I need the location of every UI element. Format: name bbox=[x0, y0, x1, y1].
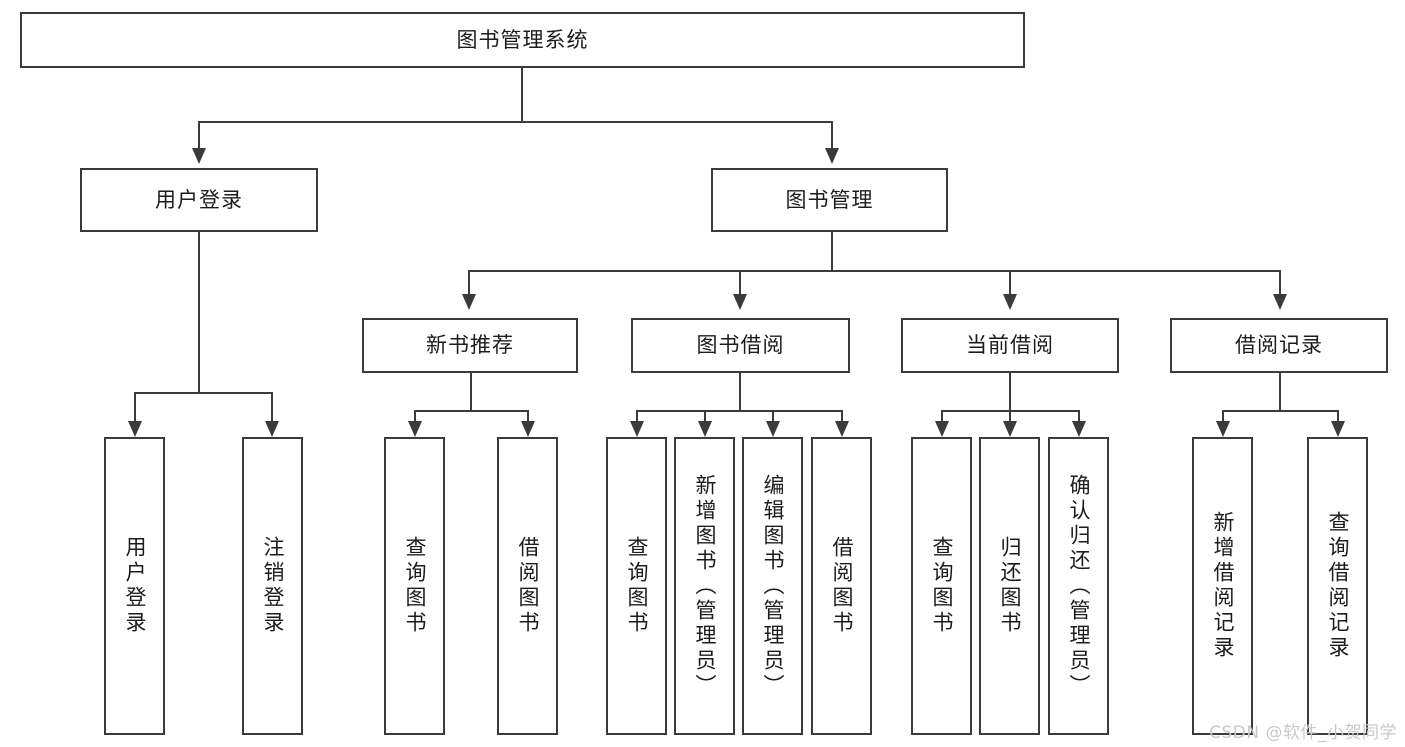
connector-root-bus bbox=[198, 121, 833, 123]
node-label: 编辑图书（管理员） bbox=[761, 473, 785, 699]
leaf-user-login-1[interactable]: 注销登录 bbox=[242, 437, 303, 735]
node-label: 查询图书 bbox=[930, 536, 954, 636]
arrowhead-br-to-leaf-1 bbox=[1331, 421, 1345, 437]
node-label: 新增图书（管理员） bbox=[693, 473, 717, 699]
leaf-user-login-0[interactable]: 用户登录 bbox=[104, 437, 165, 735]
leaf-current-borrow-0[interactable]: 查询图书 bbox=[911, 437, 972, 735]
arrowhead-bb-to-leaf-3 bbox=[835, 421, 849, 437]
connector-borrow-record-stem bbox=[1279, 373, 1281, 411]
node-label: 归还图书 bbox=[998, 536, 1022, 636]
node-label: 查询借阅记录 bbox=[1326, 511, 1350, 661]
connector-br-to-leaf-1 bbox=[1337, 410, 1339, 421]
connector-borrow-record-bus bbox=[1222, 410, 1338, 412]
leaf-borrow-record-0[interactable]: 新增借阅记录 bbox=[1192, 437, 1253, 735]
connector-cb-to-leaf-1 bbox=[1009, 410, 1011, 421]
connector-bm-to-book-borrow bbox=[739, 270, 741, 294]
leaf-current-borrow-2[interactable]: 确认归还（管理员） bbox=[1048, 437, 1109, 735]
arrowhead-bm-to-book-borrow bbox=[733, 294, 747, 310]
node-label: 查询图书 bbox=[403, 536, 427, 636]
node-label: 确认归还（管理员） bbox=[1067, 473, 1091, 699]
connector-book-management-stem bbox=[831, 232, 833, 271]
leaf-book-borrow-3[interactable]: 借阅图书 bbox=[811, 437, 872, 735]
node-label: 图书管理 bbox=[785, 187, 874, 212]
node-label: 借阅图书 bbox=[830, 536, 854, 636]
connector-bm-to-current-borrow bbox=[1009, 270, 1011, 294]
connector-br-to-leaf-0 bbox=[1222, 410, 1224, 421]
connector-bb-to-leaf-0 bbox=[636, 410, 638, 421]
node-user-login[interactable]: 用户登录 bbox=[80, 168, 318, 232]
arrowhead-bb-to-leaf-0 bbox=[630, 421, 644, 437]
leaf-book-borrow-0[interactable]: 查询图书 bbox=[606, 437, 667, 735]
connector-new-book-to-leaf-1 bbox=[527, 410, 529, 421]
arrowhead-bm-to-current-borrow bbox=[1003, 294, 1017, 310]
connector-new-book-bus bbox=[414, 410, 528, 412]
leaf-new-book-0[interactable]: 查询图书 bbox=[384, 437, 445, 735]
leaf-current-borrow-1[interactable]: 归还图书 bbox=[979, 437, 1040, 735]
connector-new-book-stem bbox=[470, 373, 472, 411]
connector-user-login-to-leaf-1 bbox=[271, 392, 273, 421]
connector-cb-to-leaf-2 bbox=[1078, 410, 1080, 421]
connector-root-to-book-management bbox=[831, 121, 833, 148]
node-label: 借阅图书 bbox=[516, 536, 540, 636]
connector-bb-to-leaf-2 bbox=[772, 410, 774, 421]
connector-user-login-stem bbox=[198, 232, 200, 393]
node-label: 图书管理系统 bbox=[456, 27, 589, 52]
arrowhead-root-to-user-login bbox=[192, 148, 206, 164]
connector-bm-to-borrow-record bbox=[1279, 270, 1281, 294]
node-label: 新书推荐 bbox=[426, 333, 514, 358]
leaf-book-borrow-1[interactable]: 新增图书（管理员） bbox=[674, 437, 735, 735]
connector-root-to-user-login bbox=[198, 121, 200, 148]
node-root-book-management-system[interactable]: 图书管理系统 bbox=[20, 12, 1025, 68]
arrowhead-cb-to-leaf-2 bbox=[1072, 421, 1086, 437]
arrowhead-bm-to-borrow-record bbox=[1273, 294, 1287, 310]
node-book-borrow[interactable]: 图书借阅 bbox=[631, 318, 850, 373]
arrowhead-root-to-book-management bbox=[825, 148, 839, 164]
node-borrow-record[interactable]: 借阅记录 bbox=[1170, 318, 1388, 373]
node-book-management[interactable]: 图书管理 bbox=[711, 168, 948, 232]
node-label: 查询图书 bbox=[625, 536, 649, 636]
arrowhead-cb-to-leaf-1 bbox=[1003, 421, 1017, 437]
node-label: 新增借阅记录 bbox=[1211, 511, 1235, 661]
connector-bb-to-leaf-3 bbox=[841, 410, 843, 421]
node-label: 用户登录 bbox=[123, 536, 147, 636]
arrowhead-bb-to-leaf-2 bbox=[766, 421, 780, 437]
connector-new-book-to-leaf-0 bbox=[414, 410, 416, 421]
leaf-new-book-1[interactable]: 借阅图书 bbox=[497, 437, 558, 735]
arrowhead-bm-to-new-book bbox=[462, 294, 476, 310]
arrowhead-new-book-to-leaf-0 bbox=[408, 421, 422, 437]
node-label: 图书借阅 bbox=[696, 333, 785, 358]
arrowhead-new-book-to-leaf-1 bbox=[521, 421, 535, 437]
node-label: 当前借阅 bbox=[966, 333, 1054, 358]
connector-bb-to-leaf-1 bbox=[704, 410, 706, 421]
connector-book-borrow-stem bbox=[739, 373, 741, 411]
leaf-borrow-record-1[interactable]: 查询借阅记录 bbox=[1307, 437, 1368, 735]
node-label: 注销登录 bbox=[261, 536, 285, 636]
node-label: 用户登录 bbox=[155, 187, 243, 212]
connector-cb-to-leaf-0 bbox=[941, 410, 943, 421]
leaf-book-borrow-2[interactable]: 编辑图书（管理员） bbox=[742, 437, 803, 735]
watermark-text: CSDN @软件_小贺同学 bbox=[1209, 723, 1397, 743]
connector-root-stem bbox=[521, 68, 523, 122]
connector-user-login-bus bbox=[134, 392, 272, 394]
connector-current-borrow-stem bbox=[1009, 373, 1011, 411]
node-current-borrow[interactable]: 当前借阅 bbox=[901, 318, 1119, 373]
connector-book-management-bus bbox=[468, 270, 1280, 272]
arrowhead-bb-to-leaf-1 bbox=[698, 421, 712, 437]
connector-book-borrow-bus bbox=[636, 410, 842, 412]
arrowhead-user-login-to-leaf-0 bbox=[128, 421, 142, 437]
node-new-book-recommend[interactable]: 新书推荐 bbox=[362, 318, 578, 373]
arrowhead-user-login-to-leaf-1 bbox=[265, 421, 279, 437]
arrowhead-br-to-leaf-0 bbox=[1216, 421, 1230, 437]
node-label: 借阅记录 bbox=[1235, 333, 1323, 358]
connector-bm-to-new-book bbox=[468, 270, 470, 294]
connector-user-login-to-leaf-0 bbox=[134, 392, 136, 421]
arrowhead-cb-to-leaf-0 bbox=[935, 421, 949, 437]
